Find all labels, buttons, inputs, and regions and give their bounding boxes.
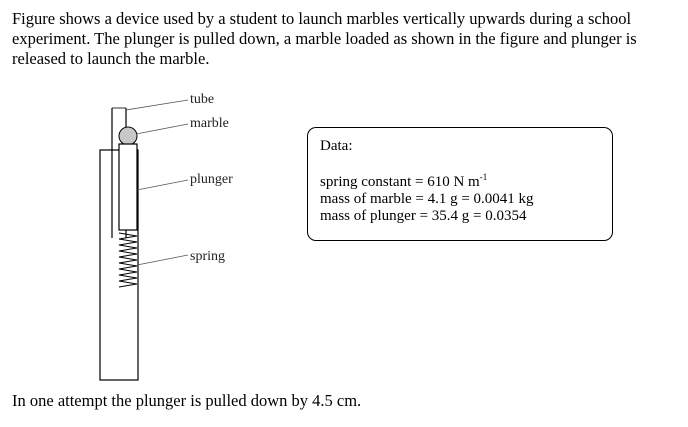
spring-leader [136,254,189,266]
label-tube: tube [190,92,215,107]
spring-constant-text: spring constant = 610 N m [320,174,480,190]
spring [118,232,138,288]
plunger [118,143,138,231]
launcher-diagram [99,99,189,381]
mass-marble-line: mass of marble = 4.1 g = 0.0041 kg [320,191,534,207]
data-box: Data: spring constant = 610 N m-1 mass o… [307,127,613,241]
label-marble: marble [190,116,229,131]
launcher-figure: tube marble plunger spring [90,88,250,388]
spring-constant-exponent: -1 [479,172,488,182]
spring-constant-line: spring constant = 610 N m-1 [320,172,600,191]
label-plunger: plunger [190,172,233,187]
data-heading: Data: [320,138,353,154]
plunger-leader [136,179,189,191]
marble-leader [135,123,189,135]
label-spring: spring [190,249,225,264]
mass-plunger-line: mass of plunger = 35.4 g = 0.0354 [320,208,527,224]
tube-leader [125,99,189,111]
problem-outro-text: In one attempt the plunger is pulled dow… [12,391,362,410]
problem-intro-text: Figure shows a device used by a student … [12,9,637,68]
marble [118,126,138,146]
